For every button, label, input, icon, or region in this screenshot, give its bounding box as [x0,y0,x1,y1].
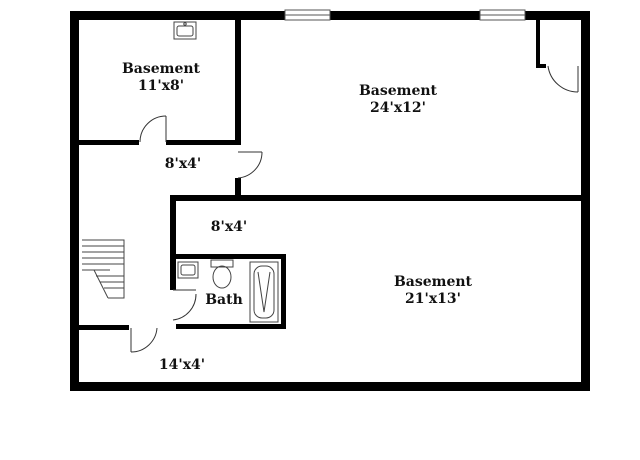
room-name-basement-upper-left: Basement [122,61,201,77]
room-dims-hall-middle: 8'x4' [211,219,247,235]
room-dims-basement-lower: 21'x13' [405,291,461,307]
toilet-icon [210,259,234,289]
door-swing-icon [547,65,579,93]
room-dims-hall-upper: 8'x4' [165,156,201,172]
window-icon [479,9,526,21]
sink-icon [177,261,199,279]
bathtub-icon [249,261,279,323]
room-name-basement-upper-right: Basement [359,83,438,99]
door-swing-icon [172,289,197,321]
room-dims-basement-upper-left: 11'x8' [138,78,184,94]
room-name-bath: Bath [205,292,243,308]
room-dims-hall-bottom: 14'x4' [159,357,205,373]
door-swing-icon [139,115,167,143]
interior-walls [79,11,585,330]
window-icon [284,9,331,21]
door-swing-icon [130,327,158,353]
door-swing-icon [237,151,263,179]
sink-icon [173,21,197,40]
stairs-icon [82,239,125,299]
room-name-basement-lower: Basement [394,274,473,290]
room-dims-basement-upper-right: 24'x12' [370,100,426,116]
